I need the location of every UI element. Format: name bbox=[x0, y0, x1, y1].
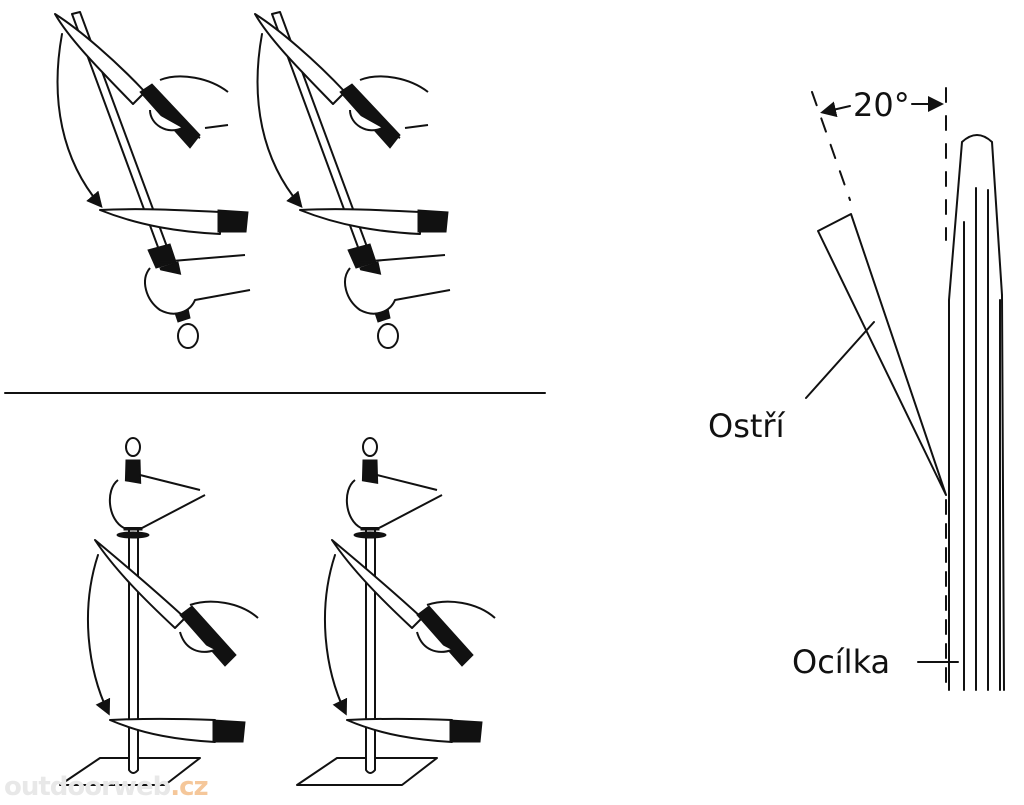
watermark-tld: .cz bbox=[170, 772, 208, 802]
angle-label: 20° bbox=[853, 86, 910, 124]
angle-detail: 20° Ostří Ocílka bbox=[708, 86, 1005, 691]
watermark-logo: outdoorweb.cz bbox=[4, 772, 209, 802]
blade-wedge bbox=[817, 213, 947, 496]
angle-arrow-left bbox=[820, 101, 851, 118]
bottom-step-1-illustration bbox=[60, 438, 258, 785]
blade-leader-line bbox=[805, 321, 875, 399]
watermark-name: outdoorweb bbox=[4, 772, 171, 802]
steel-rod bbox=[948, 134, 1005, 691]
top-step-2-illustration bbox=[255, 12, 450, 348]
bottom-step-2-illustration bbox=[297, 438, 495, 785]
top-step-1-illustration bbox=[55, 12, 250, 348]
blade-axis-dashed-line bbox=[811, 91, 851, 201]
blade-label: Ostří bbox=[708, 407, 786, 445]
steel-label: Ocílka bbox=[792, 643, 890, 681]
